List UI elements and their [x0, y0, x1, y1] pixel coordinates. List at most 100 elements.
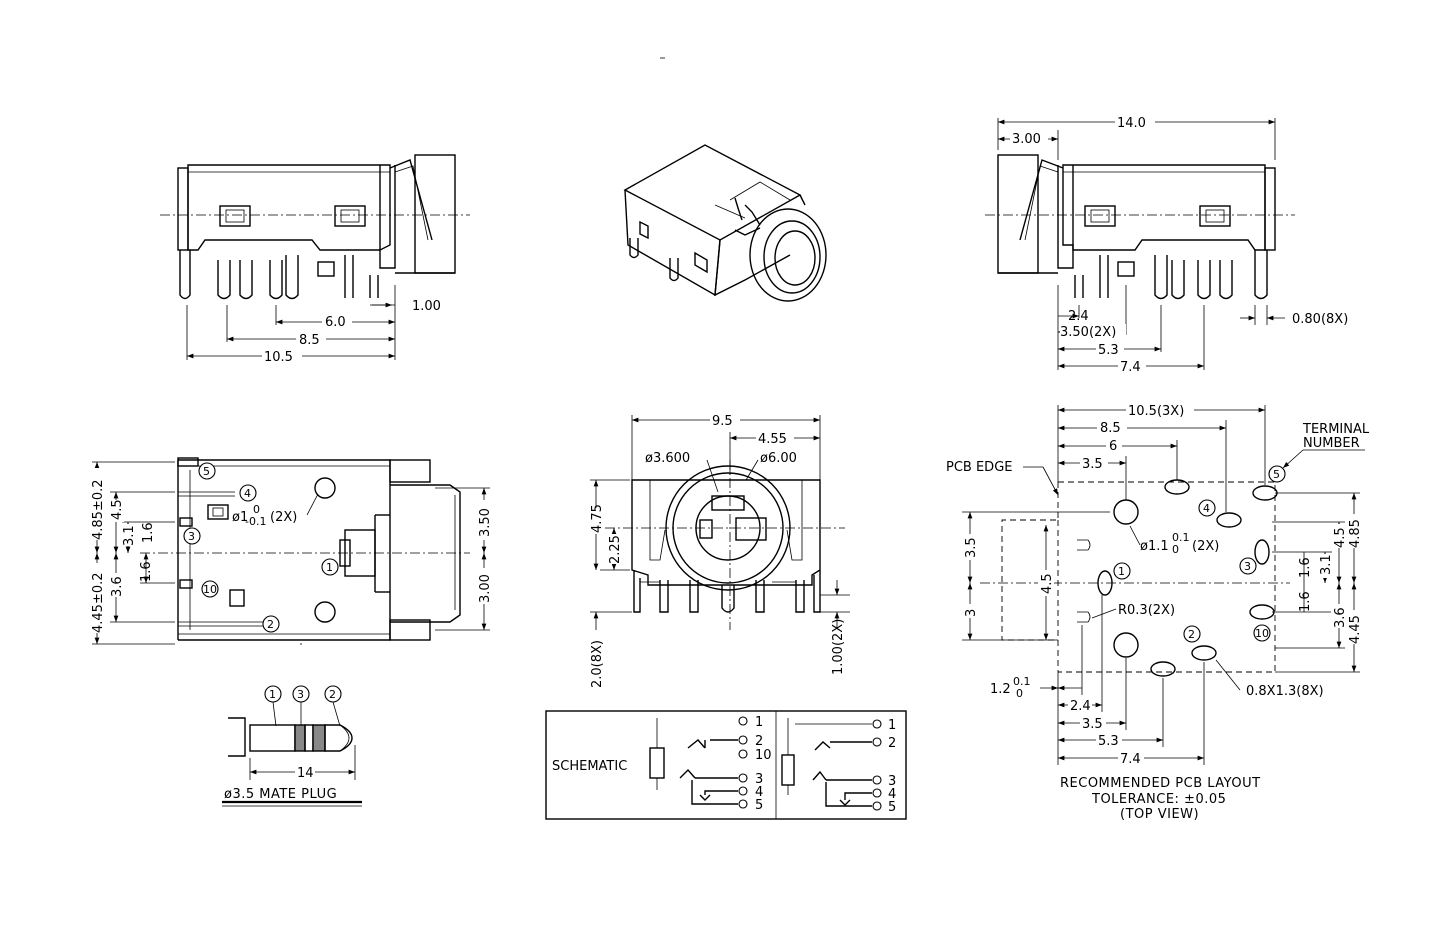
mate-plug: 1 3 2 14 ø3.5 MATE PLUG: [222, 685, 362, 807]
dim-3-50-v: 3.50: [478, 508, 493, 537]
pcb-radius: R0.3(2X): [1118, 603, 1175, 618]
dim-5-3: 5.3: [1098, 343, 1119, 358]
dim-8-5: 8.5: [299, 333, 320, 348]
dim-6-0: 6.0: [325, 315, 346, 330]
pcb-hole-tol-dn: 0: [1172, 543, 1179, 556]
pcb-dim-3-5-bot: 3.5: [1082, 717, 1103, 732]
pcb-caption-3: (TOP VIEW): [1120, 807, 1199, 822]
pcb-dim-1-6-a: 1.6: [1298, 557, 1313, 578]
sch-right-5: 5: [888, 800, 896, 815]
hole-count: (2X): [270, 510, 297, 525]
dim-1-00-2x: 1.00(2X): [831, 619, 846, 675]
pin-label-1: 1: [326, 561, 333, 574]
hole-tol-up: 0: [253, 503, 260, 516]
pcb-dim-2-4: 2.4: [1070, 699, 1091, 714]
dim-dia-3-6: ø3.600: [645, 451, 690, 466]
pcb-dim-7-4: 7.4: [1120, 752, 1141, 767]
dim-4-55: 4.55: [758, 432, 787, 447]
pcb-pin-2: 2: [1188, 628, 1195, 641]
plug-caption: ø3.5 MATE PLUG: [224, 787, 337, 802]
dim-4-45: 4.45±0.2: [91, 572, 106, 633]
sch-left-2: 2: [755, 734, 763, 749]
hole-tol-dn: -0.1: [245, 515, 266, 528]
dim-3-50-2x: 3.50(2X): [1060, 325, 1116, 340]
terminal-label-1: TERMINAL: [1302, 422, 1370, 437]
pcb-edge-label: PCB EDGE: [946, 460, 1012, 475]
sch-left-1: 1: [755, 715, 763, 730]
dim-9-5: 9.5: [712, 414, 733, 429]
sch-left-3: 3: [755, 772, 763, 787]
pcb-pin-5: 5: [1273, 468, 1280, 481]
front-view: 9.5 4.55 ø3.600 ø6.00 4.75 2.25: [588, 412, 850, 688]
pcb-edge-tol: 1.2: [990, 682, 1011, 697]
sch-right-3: 3: [888, 774, 896, 789]
pcb-dim-4-5-right: 4.5: [1333, 527, 1348, 548]
plug-pin-3: 3: [297, 688, 304, 701]
pcb-slot: 0.8X1.3(8X): [1246, 684, 1324, 699]
schematic-label: SCHEMATIC: [552, 759, 627, 774]
pin-label-4: 4: [244, 487, 251, 500]
dim-dia-6-0: ø6.00: [760, 451, 797, 466]
dim-4-75: 4.75: [590, 504, 605, 533]
pcb-dim-4-45: 4.45: [1348, 615, 1363, 644]
pcb-dim-3-6: 3.6: [1333, 607, 1348, 628]
dim-1-6-a: 1.6: [141, 522, 156, 543]
pin-label-10: 10: [203, 583, 217, 596]
pcb-hole-count: (2X): [1192, 539, 1219, 554]
sch-left-4: 4: [755, 785, 763, 800]
dim-1-6-b: 1.6: [139, 561, 154, 582]
dim-3-00: 3.00: [1012, 132, 1041, 147]
dim-0-80-8x: 0.80(8X): [1292, 312, 1348, 327]
pcb-dim-3-1: 3.1: [1319, 554, 1334, 575]
top-right-view: 14.0 3.00 2.4 3.50(2X): [985, 114, 1348, 375]
pcb-edge-tol-up: 0.1: [1013, 675, 1031, 688]
pcb-dim-8-5: 8.5: [1100, 421, 1121, 436]
pcb-dim-1-6-b: 1.6: [1298, 591, 1313, 612]
dim-10-5: 10.5: [264, 350, 293, 365]
pcb-dim-3-5-top: 3.5: [1082, 457, 1103, 472]
dim-4-85: 4.85±0.2: [91, 479, 106, 540]
isometric-view: [623, 144, 827, 302]
pcb-dim-5-3: 5.3: [1098, 734, 1119, 749]
pin-label-2: 2: [267, 618, 274, 631]
pcb-layout: 5 4 3 10 1 2 TERMINAL NUMBER PCB EDGE 10…: [946, 402, 1370, 822]
sch-right-4: 4: [888, 787, 896, 802]
pcb-pin-3: 3: [1244, 560, 1251, 573]
dim-3-6: 3.6: [110, 576, 125, 597]
plug-pin-1: 1: [269, 688, 276, 701]
dim-2-0-8x: 2.0(8X): [590, 640, 605, 688]
side-view: 5 4 3 1 10 2 ø1 0 -0.1 (2X) 4.85±0.2 4.5…: [89, 457, 493, 645]
pcb-pin-4: 4: [1203, 502, 1210, 515]
plug-pin-2: 2: [329, 688, 336, 701]
dim-3-1: 3.1: [122, 525, 137, 546]
pcb-pin-1: 1: [1118, 565, 1125, 578]
sch-right-1: 1: [888, 718, 896, 733]
pcb-caption-1: RECOMMENDED PCB LAYOUT: [1060, 776, 1261, 791]
pcb-dim-4-85: 4.85: [1348, 519, 1363, 548]
pcb-dim-3-5-v: 3.5: [964, 537, 979, 558]
pcb-hole-tol-up: 0.1: [1172, 531, 1190, 544]
dim-4-5: 4.5: [110, 499, 125, 520]
schematic: SCHEMATIC 1 2 10 3 4 5 1: [545, 710, 907, 820]
pin-label-5: 5: [203, 465, 210, 478]
pcb-edge-tol-dn: 0: [1016, 687, 1023, 700]
hole-label: ø1: [232, 510, 248, 525]
sch-left-10: 10: [755, 748, 772, 763]
dim-2-4: 2.4: [1068, 309, 1089, 324]
pcb-hole: ø1.1: [1140, 539, 1169, 554]
pcb-dim-6: 6: [1109, 439, 1117, 454]
dim-1-00: 1.00: [412, 299, 441, 314]
pin-label-3: 3: [188, 530, 195, 543]
pcb-pin-10: 10: [1255, 627, 1269, 640]
plug-length: 14: [297, 766, 314, 781]
dim-7-4: 7.4: [1120, 360, 1141, 375]
top-left-view: 1.00 6.0 8.5 10.5: [160, 154, 470, 365]
sch-right-2: 2: [888, 736, 896, 751]
dim-2-25: 2.25: [608, 535, 623, 564]
terminal-label-2: NUMBER: [1303, 436, 1360, 451]
dim-14-0: 14.0: [1117, 116, 1146, 131]
pcb-caption-2: TOLERANCE: ±0.05: [1091, 792, 1226, 807]
pcb-dim-3-v: 3: [964, 609, 979, 617]
sch-left-5: 5: [755, 798, 763, 813]
